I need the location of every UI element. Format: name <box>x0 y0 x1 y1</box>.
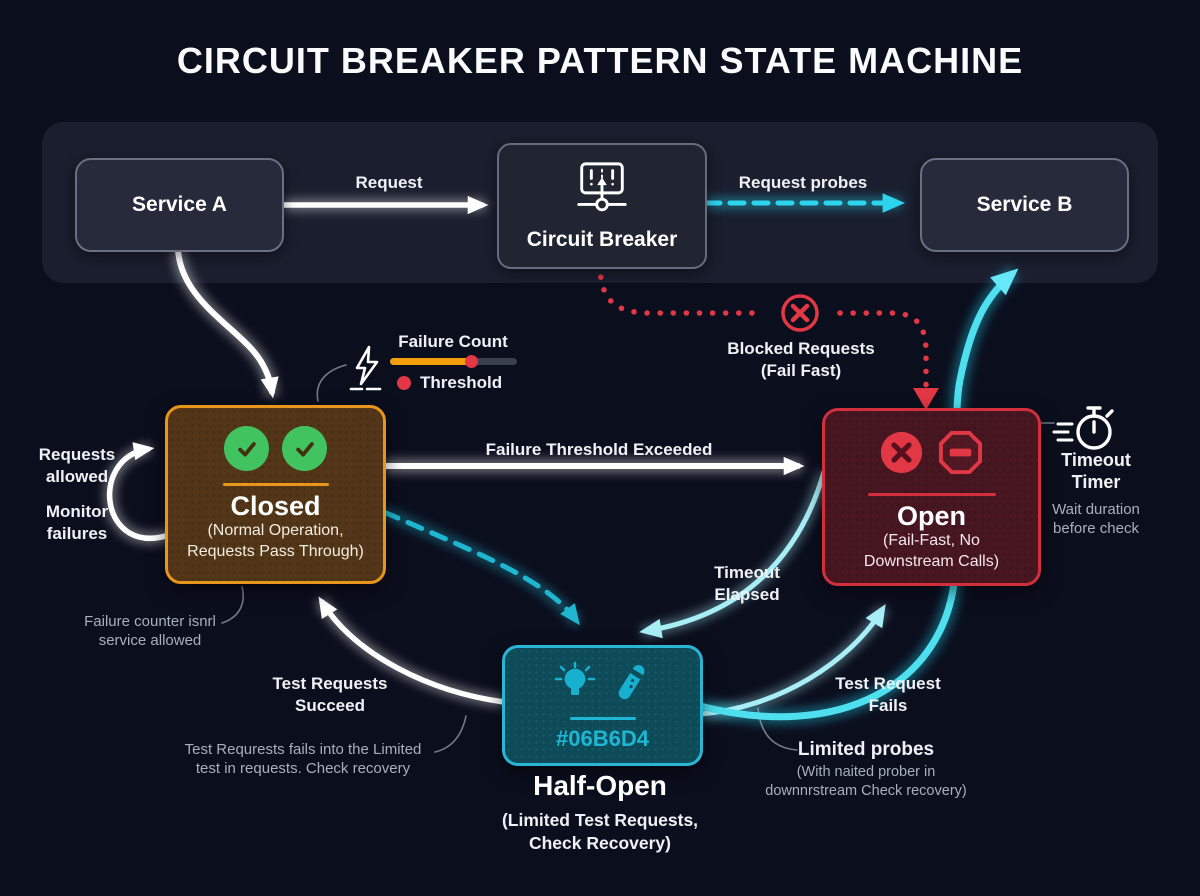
closed-state-subtitle: (Normal Operation, Requests Pass Through… <box>187 522 364 560</box>
threshold-row: Threshold <box>397 372 502 394</box>
limited-probes-note: (With naited prober in downnrstream Chec… <box>765 764 967 799</box>
stopwatch-icon <box>1050 402 1118 459</box>
blocked-requests-label: Blocked Requests (Fail Fast) <box>727 339 875 380</box>
arrow-blocked-head <box>913 388 939 410</box>
closed-icons <box>224 426 327 471</box>
bolt-icon <box>348 344 386 397</box>
closed-state-box: Closed (Normal Operation, Requests Pass … <box>165 405 386 584</box>
test-tube-icon <box>608 660 654 711</box>
half-open-color-code: #06B6D4 <box>556 726 649 751</box>
stop-octagon-icon <box>937 429 984 481</box>
half-open-subtitle: (Limited Test Requests, Check Recovery) <box>501 810 699 853</box>
half-open-divider <box>569 717 636 720</box>
lightbulb-icon <box>552 660 598 711</box>
failure-count-bar-marker <box>465 355 478 368</box>
failure-count-label: Failure Count <box>398 332 508 351</box>
blocked-x-icon <box>778 291 822 340</box>
open-icons <box>879 429 984 481</box>
open-state-box: Open (Fail-Fast, No Downstream Calls) <box>822 408 1041 586</box>
service-b-label: Service B <box>976 193 1073 216</box>
request-probes-label: Request probes <box>738 173 868 192</box>
arrow-closed-to-halfopen <box>381 509 580 626</box>
half-open-state-name: Half-Open <box>533 770 667 801</box>
failure-count-bar <box>390 355 517 368</box>
half-open-state-box: #06B6D4 <box>502 645 703 766</box>
circuit-breaker-box: Circuit Breaker <box>497 143 707 269</box>
failure-counter-note: Failure counter isnrl service allowed <box>84 613 216 649</box>
service-a-box: Service A <box>75 158 284 252</box>
timeout-timer-note: Wait duration before check <box>1052 501 1140 537</box>
test-fails-label: Test Request Fails <box>835 674 941 715</box>
closed-state-name: Closed <box>230 491 321 521</box>
closed-divider <box>222 483 329 486</box>
monitor-failures-label: Monitor failures <box>45 502 109 543</box>
threshold-dot-icon <box>397 376 411 390</box>
circuit-breaker-label: Circuit Breaker <box>526 228 678 251</box>
timeout-timer-label: Timeout Timer <box>1061 450 1131 492</box>
circuit-breaker-icon <box>573 160 631 224</box>
open-state-subtitle: (Fail-Fast, No Downstream Calls) <box>863 532 1000 570</box>
check-icon <box>282 426 327 471</box>
timeout-elapsed-label: Timeout Elapsed <box>714 563 780 604</box>
test-requests-note: Test Requrests fails into the Limited te… <box>184 741 422 777</box>
open-divider <box>867 493 996 496</box>
failure-count-bar-fill <box>390 358 472 365</box>
service-b-box: Service B <box>920 158 1129 252</box>
service-a-label: Service A <box>132 193 227 216</box>
threshold-label: Threshold <box>420 373 503 392</box>
request-label: Request <box>355 173 423 192</box>
failure-threshold-label: Failure Threshold Exceeded <box>485 440 713 459</box>
open-state-name: Open <box>896 501 966 531</box>
limited-probes-label: Limited probes <box>797 739 935 760</box>
requests-allowed-label: Requests allowed <box>38 445 116 486</box>
arrow-self-loop <box>106 442 175 541</box>
error-x-icon <box>879 430 924 480</box>
arrow-timeout-elapsed <box>639 469 827 639</box>
page-title: CIRCUIT BREAKER PATTERN STATE MACHINE <box>176 40 1024 81</box>
half-open-icons <box>552 660 654 711</box>
test-succeed-label: Test Requests Succeed <box>272 674 388 715</box>
check-icon <box>224 426 269 471</box>
